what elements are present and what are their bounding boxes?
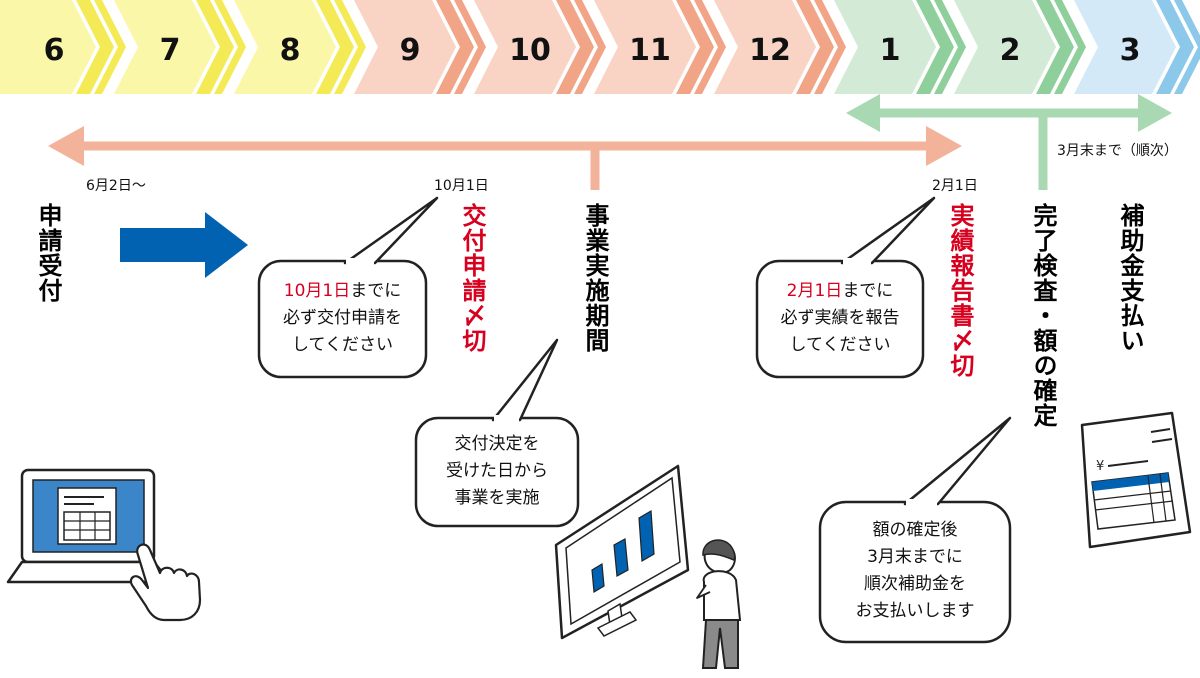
bubble-project-text: 交付決定を 受けた日から 事業を実施 [416, 431, 578, 512]
inspection-period-arrow [846, 94, 1172, 190]
month-12: 12 [714, 0, 846, 94]
month-label: 3 [1120, 33, 1141, 68]
bubble-grant-text: 10月1日までに 必ず交付申請を してください [259, 278, 426, 359]
bubble-grant-deadline [257, 196, 439, 379]
phase-payment: 補助金支払い [1116, 203, 1144, 353]
month-8: 8 [234, 0, 366, 94]
month-6: 6 [0, 0, 126, 94]
date-start: 6月2日～ [86, 178, 146, 194]
month-10: 10 [474, 0, 606, 94]
date-march-end: 3月末まで（順次） [1057, 143, 1178, 159]
bubble-report-deadline [755, 196, 936, 379]
month-label: 8 [280, 33, 301, 68]
bubble-project-line1: 交付決定を [454, 434, 540, 454]
bubble-payment-line3: 順次補助金を [864, 574, 966, 594]
month-label: 2 [1000, 33, 1021, 68]
bubble-payment-line2: 3月末までに [867, 547, 963, 567]
bubble-payment-line4: お支払いします [855, 601, 975, 621]
month-3: 3 [1074, 0, 1200, 94]
month-2: 2 [954, 0, 1086, 94]
month-label: 12 [749, 33, 791, 68]
phase-application: 申請受付 [34, 203, 62, 303]
month-label: 10 [509, 33, 551, 68]
phase-report-deadline: 実績報告書〆切 [946, 203, 974, 378]
bubble-grant-line3: してください [292, 335, 393, 355]
bubble-payment [818, 416, 1012, 644]
invoice-document-icon: ¥ [1080, 411, 1192, 549]
month-9: 9 [354, 0, 486, 94]
date-oct: 10月1日 [434, 178, 489, 194]
bubble-grant-date: 10月1日 [283, 281, 351, 301]
phase-grant-deadline: 交付申請〆切 [458, 203, 486, 353]
bubble-report-line1: までに [842, 281, 894, 301]
phase-project-period: 事業実施期間 [581, 203, 609, 353]
bubble-report-line3: してください [789, 335, 891, 355]
date-feb: 2月1日 [932, 178, 978, 194]
month-label: 11 [629, 33, 671, 68]
monitor-chart-icon [554, 464, 690, 640]
bubble-report-date: 2月1日 [786, 281, 843, 301]
bubble-project-line3: 事業を実施 [454, 488, 540, 508]
month-band: 6 [0, 0, 126, 94]
bubble-report-text: 2月1日までに 必ず実績を報告 してください [757, 278, 923, 359]
month-label: 1 [880, 33, 901, 68]
phase-inspection: 完了検査・額の確定 [1029, 203, 1057, 428]
bubble-grant-line1: までに [350, 281, 402, 301]
bubble-project-line2: 受けた日から [446, 461, 548, 481]
bubble-project-period [414, 338, 580, 528]
person-thinking-icon [696, 539, 742, 669]
month-7: 7 [114, 0, 246, 94]
laptop-touch-icon [6, 468, 202, 622]
application-period-arrow [48, 126, 962, 190]
bubble-payment-text: 額の確定後 3月末までに 順次補助金を お支払いします [820, 517, 1010, 625]
month-label: 7 [160, 33, 181, 68]
svg-text:¥: ¥ [1096, 459, 1104, 474]
month-label: 9 [400, 33, 421, 68]
navy-right-arrow-icon [120, 212, 248, 278]
bubble-grant-line2: 必ず交付申請を [283, 308, 402, 328]
month-1: 1 [834, 0, 966, 94]
month-11: 11 [594, 0, 726, 94]
bubble-payment-line1: 額の確定後 [872, 520, 958, 540]
bubble-report-line2: 必ず実績を報告 [780, 308, 900, 328]
month-label: 6 [44, 33, 65, 68]
